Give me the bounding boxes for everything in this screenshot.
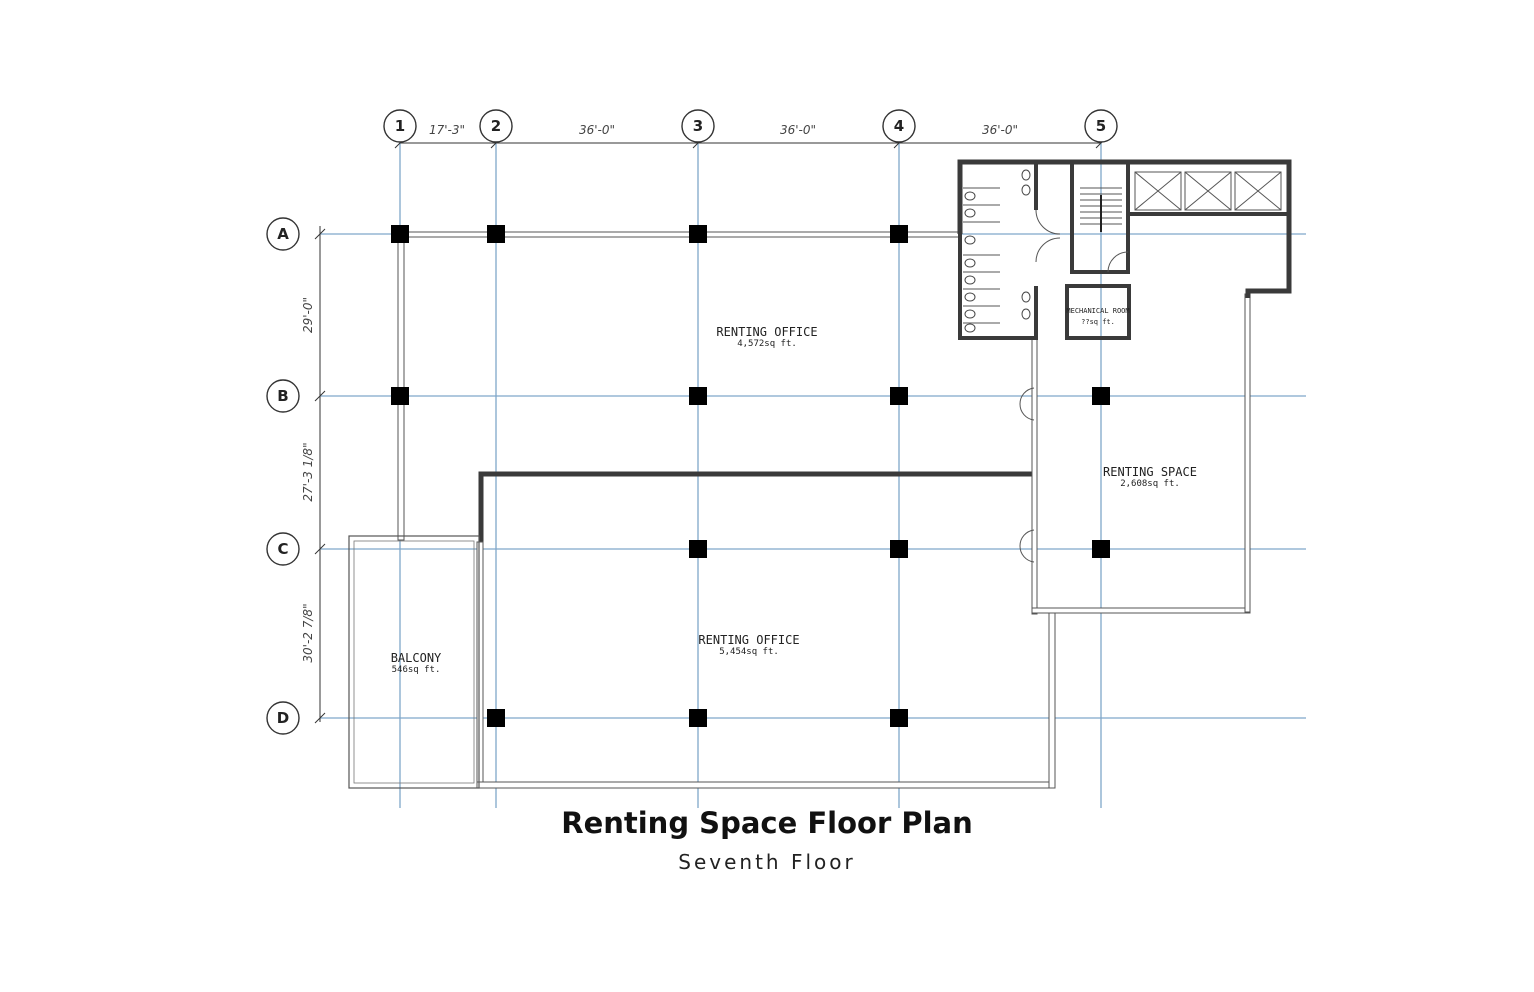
column-c3: [689, 540, 707, 558]
grid-bubble-4: [882, 109, 916, 143]
grid-bubble-b: [266, 379, 300, 413]
dim-col-1-2: 17'-3": [429, 123, 465, 137]
sink-icon: [1021, 184, 1031, 196]
sink-icon: [1021, 169, 1031, 181]
grid-bubble-label-a: A: [277, 225, 289, 243]
room-name-balcony: BALCONY: [391, 651, 442, 665]
grid-bubble-2: [479, 109, 513, 143]
grid-bubble-label-4: 4: [894, 117, 904, 135]
room-name-mechanical: MECHANICAL ROOM: [1066, 307, 1129, 315]
restroom-fixtures: [963, 169, 1061, 333]
column-c5: [1092, 540, 1110, 558]
dim-col-3-4: 36'-0": [780, 123, 816, 137]
grid-bubble-label-3: 3: [693, 117, 703, 135]
dim-row-a-b: 29'-0": [301, 297, 315, 333]
grid-bubble-label-b: B: [277, 387, 288, 405]
toilet-icon: [964, 235, 976, 245]
wall-lower-office-west: [476, 541, 484, 788]
dim-col-4-5: 36'-0": [982, 123, 1018, 137]
page-title: Renting Space Floor Plan: [561, 806, 973, 840]
column-d2: [487, 709, 505, 727]
elevator-shafts: [1134, 171, 1282, 211]
room-name-renting-space: RENTING SPACE: [1103, 465, 1197, 479]
left-dimension-string: 29'-0" 27'-3 1/8" 30'-2 7/8": [301, 226, 326, 724]
column-a2: [487, 225, 505, 243]
column-bubbles: 1 2 3 4 5: [383, 109, 1118, 143]
toilet-icon: [964, 208, 976, 218]
toilet-icon: [964, 309, 976, 319]
elevator-icon: [1184, 171, 1232, 211]
column-a1: [391, 225, 409, 243]
grid-bubble-5: [1084, 109, 1118, 143]
dim-col-2-3: 36'-0": [579, 123, 615, 137]
wall-restroom-outline: [958, 234, 1038, 340]
room-name-lower-office: RENTING OFFICE: [698, 633, 799, 647]
grid-bubble-label-d: D: [277, 709, 289, 727]
toilet-icon: [964, 275, 976, 285]
sink-icon: [1021, 291, 1031, 303]
room-labels: RENTING OFFICE 4,572sq ft. RENTING OFFIC…: [391, 307, 1197, 675]
grid-bubble-label-c: C: [277, 540, 288, 558]
toilet-icon: [964, 191, 976, 201]
room-area-upper-office: 4,572sq ft.: [737, 339, 797, 349]
grid-bubble-c: [266, 532, 300, 566]
column-b4: [890, 387, 908, 405]
grid-bubble-1: [383, 109, 417, 143]
wall-core-outline: [957, 159, 1292, 298]
elevator-icon: [1134, 171, 1182, 211]
wall-renting-space-east: [1244, 293, 1251, 613]
column-d3: [689, 709, 707, 727]
room-area-balcony: 546sq ft.: [392, 665, 441, 675]
grid-bubble-3: [681, 109, 715, 143]
grid-bubble-d: [266, 701, 300, 735]
row-bubbles: A B C D: [266, 217, 300, 735]
wall-lower-office-south: [476, 781, 1055, 789]
dim-row-b-c: 27'-3 1/8": [301, 442, 315, 501]
column-b1: [391, 387, 409, 405]
wall-renting-space-south: [1031, 607, 1251, 614]
room-area-renting-space: 2,608sq ft.: [1120, 479, 1180, 489]
wall-top-north: [399, 231, 961, 238]
wall-corridor-west: [1031, 337, 1038, 615]
column-a3: [689, 225, 707, 243]
structural-columns: [391, 225, 1110, 727]
grid-bubble-label-2: 2: [491, 117, 501, 135]
toilet-icon: [964, 258, 976, 268]
elevator-icon: [1234, 171, 1282, 211]
balcony-outline: [348, 535, 480, 789]
door-swing-icon: [1019, 387, 1035, 421]
wall-office-partition: [478, 471, 1036, 545]
wall-lower-office-east: [1048, 611, 1056, 789]
dim-row-c-d: 30'-2 7/8": [301, 603, 315, 662]
wall-stair-core: [1070, 160, 1130, 274]
grid-bubble-label-5: 5: [1096, 117, 1106, 135]
toilet-icon: [964, 292, 976, 302]
grid-bubble-label-1: 1: [395, 117, 405, 135]
page-subtitle: Seventh Floor: [678, 850, 856, 874]
walls: [397, 159, 1292, 789]
column-c4: [890, 540, 908, 558]
room-area-mechanical: ??sq ft.: [1081, 318, 1115, 326]
corridor-doors: [1019, 387, 1035, 563]
toilet-icon: [964, 323, 976, 333]
column-b3: [689, 387, 707, 405]
room-name-upper-office: RENTING OFFICE: [716, 325, 817, 339]
column-a4: [890, 225, 908, 243]
wall-mechanical-room: [1065, 284, 1131, 340]
grid-bubble-a: [266, 217, 300, 251]
door-swing-icon: [1019, 529, 1035, 563]
column-d4: [890, 709, 908, 727]
stair-treads: [1080, 187, 1129, 273]
room-area-lower-office: 5,454sq ft.: [719, 647, 779, 657]
sink-icon: [1021, 308, 1031, 320]
column-b5: [1092, 387, 1110, 405]
